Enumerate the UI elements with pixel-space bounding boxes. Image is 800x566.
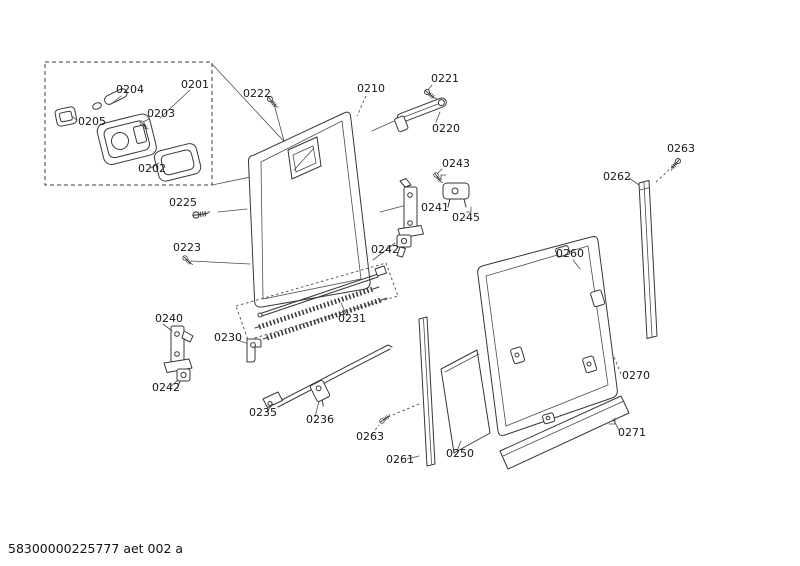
leader-0230 <box>236 339 247 344</box>
corner-marks-0245 <box>440 174 472 213</box>
leader-0202 <box>150 162 160 169</box>
callout-0201: 0201 <box>181 78 209 91</box>
hinge-pin-0242-left <box>176 368 191 389</box>
callout-0242-left: 0242 <box>152 381 180 394</box>
callout-0261: 0261 <box>386 453 414 466</box>
leader-0220 <box>435 111 441 123</box>
leader-0201 <box>159 89 191 119</box>
document-code: 58300000225777 aet 002 a <box>8 541 183 556</box>
leader-0205 <box>72 116 78 121</box>
bracket-0230 <box>246 338 262 363</box>
leader-lines <box>162 84 674 460</box>
leader-0263-top <box>654 165 674 184</box>
leader-0241-door <box>379 205 404 213</box>
callout-0204: 0204 <box>116 83 144 96</box>
rod-0235 <box>262 344 393 408</box>
leader-0221 <box>427 84 433 91</box>
callout-0262: 0262 <box>603 170 631 183</box>
screw-0225 <box>191 209 211 220</box>
leader-0243 <box>437 168 443 174</box>
screw-0243 <box>432 171 444 185</box>
trim-panel-0250 <box>440 349 491 454</box>
door-spring-2 <box>266 297 382 341</box>
hinge-pin-0242-right <box>396 234 412 258</box>
hinge-0241 <box>397 178 424 239</box>
callout-0236: 0236 <box>306 413 334 426</box>
leader-handle-door <box>371 120 395 132</box>
screw-0263-bottom <box>378 413 392 425</box>
detail-box-0201 <box>44 61 213 186</box>
callout-0225: 0225 <box>169 196 197 209</box>
callout-0222: 0222 <box>243 87 271 100</box>
detergent-dispenser-body <box>96 113 157 165</box>
screw-0263-top <box>668 156 683 172</box>
inner-door-panel-0260 <box>477 236 618 436</box>
callout-0250: 0250 <box>446 447 474 460</box>
callout-0263-bottom: 0263 <box>356 430 384 443</box>
spring-rod-assembly-0231 <box>254 265 388 341</box>
dispenser-lid-0204 <box>92 88 128 110</box>
callout-0202: 0202 <box>138 162 166 175</box>
side-strip-0261 <box>418 316 436 467</box>
callout-0242-right: 0242 <box>371 243 399 256</box>
callout-0231: 0231 <box>338 312 366 325</box>
leader-0271 <box>608 417 620 431</box>
dispenser-cover-0205 <box>54 106 78 127</box>
callout-0263-top: 0263 <box>667 142 695 155</box>
callout-0235: 0235 <box>249 406 277 419</box>
leader-0236 <box>314 400 320 418</box>
door-panel-0210 <box>247 111 371 308</box>
leader-0225 <box>217 208 248 213</box>
screw-0221 <box>422 87 438 102</box>
leader-0242r-door <box>372 242 396 261</box>
leader-0260 <box>572 259 581 270</box>
leader-0270 <box>611 351 622 375</box>
hinge-0240 <box>163 325 194 373</box>
leader-0203 <box>143 118 150 122</box>
dispenser-frame-0202 <box>153 143 202 182</box>
leader-0231 <box>340 302 348 317</box>
detail-box-outline <box>44 61 213 186</box>
callout-0223: 0223 <box>173 241 201 254</box>
callout-0221: 0221 <box>431 72 459 85</box>
leader-0240 <box>162 323 173 332</box>
leader-0263-bottom <box>371 403 420 435</box>
callout-0230: 0230 <box>214 331 242 344</box>
callout-0241: 0241 <box>421 201 449 214</box>
bracket-0236 <box>309 379 331 407</box>
bottom-strip-0271 <box>499 395 630 470</box>
callout-0243: 0243 <box>442 157 470 170</box>
dashed-region-springs <box>235 262 399 341</box>
callout-0220: 0220 <box>432 122 460 135</box>
dispenser-opening <box>287 136 322 180</box>
callout-0271: 0271 <box>618 426 646 439</box>
callout-0245: 0245 <box>452 211 480 224</box>
callout-0260: 0260 <box>556 247 584 260</box>
callout-0210: 0210 <box>357 82 385 95</box>
leader-0222 <box>273 103 285 142</box>
callout-0240: 0240 <box>155 312 183 325</box>
callout-0203: 0203 <box>147 107 175 120</box>
leader-0235 <box>265 403 274 413</box>
leader-0223 <box>190 260 251 265</box>
leader-0242l <box>169 379 179 388</box>
side-strip-0262 <box>638 180 658 339</box>
callout-0205: 0205 <box>78 115 106 128</box>
leader-0204 <box>113 95 122 103</box>
callout-0270: 0270 <box>622 369 650 382</box>
detail-pointer-top <box>211 63 293 151</box>
leader-0210 <box>356 95 367 117</box>
leader-0250 <box>456 440 462 452</box>
leader-0262 <box>628 177 640 186</box>
leader-0261 <box>406 455 420 460</box>
bracket-0245 <box>440 174 472 213</box>
door-spring-1 <box>258 286 374 330</box>
door-handle-0220 <box>394 97 447 133</box>
